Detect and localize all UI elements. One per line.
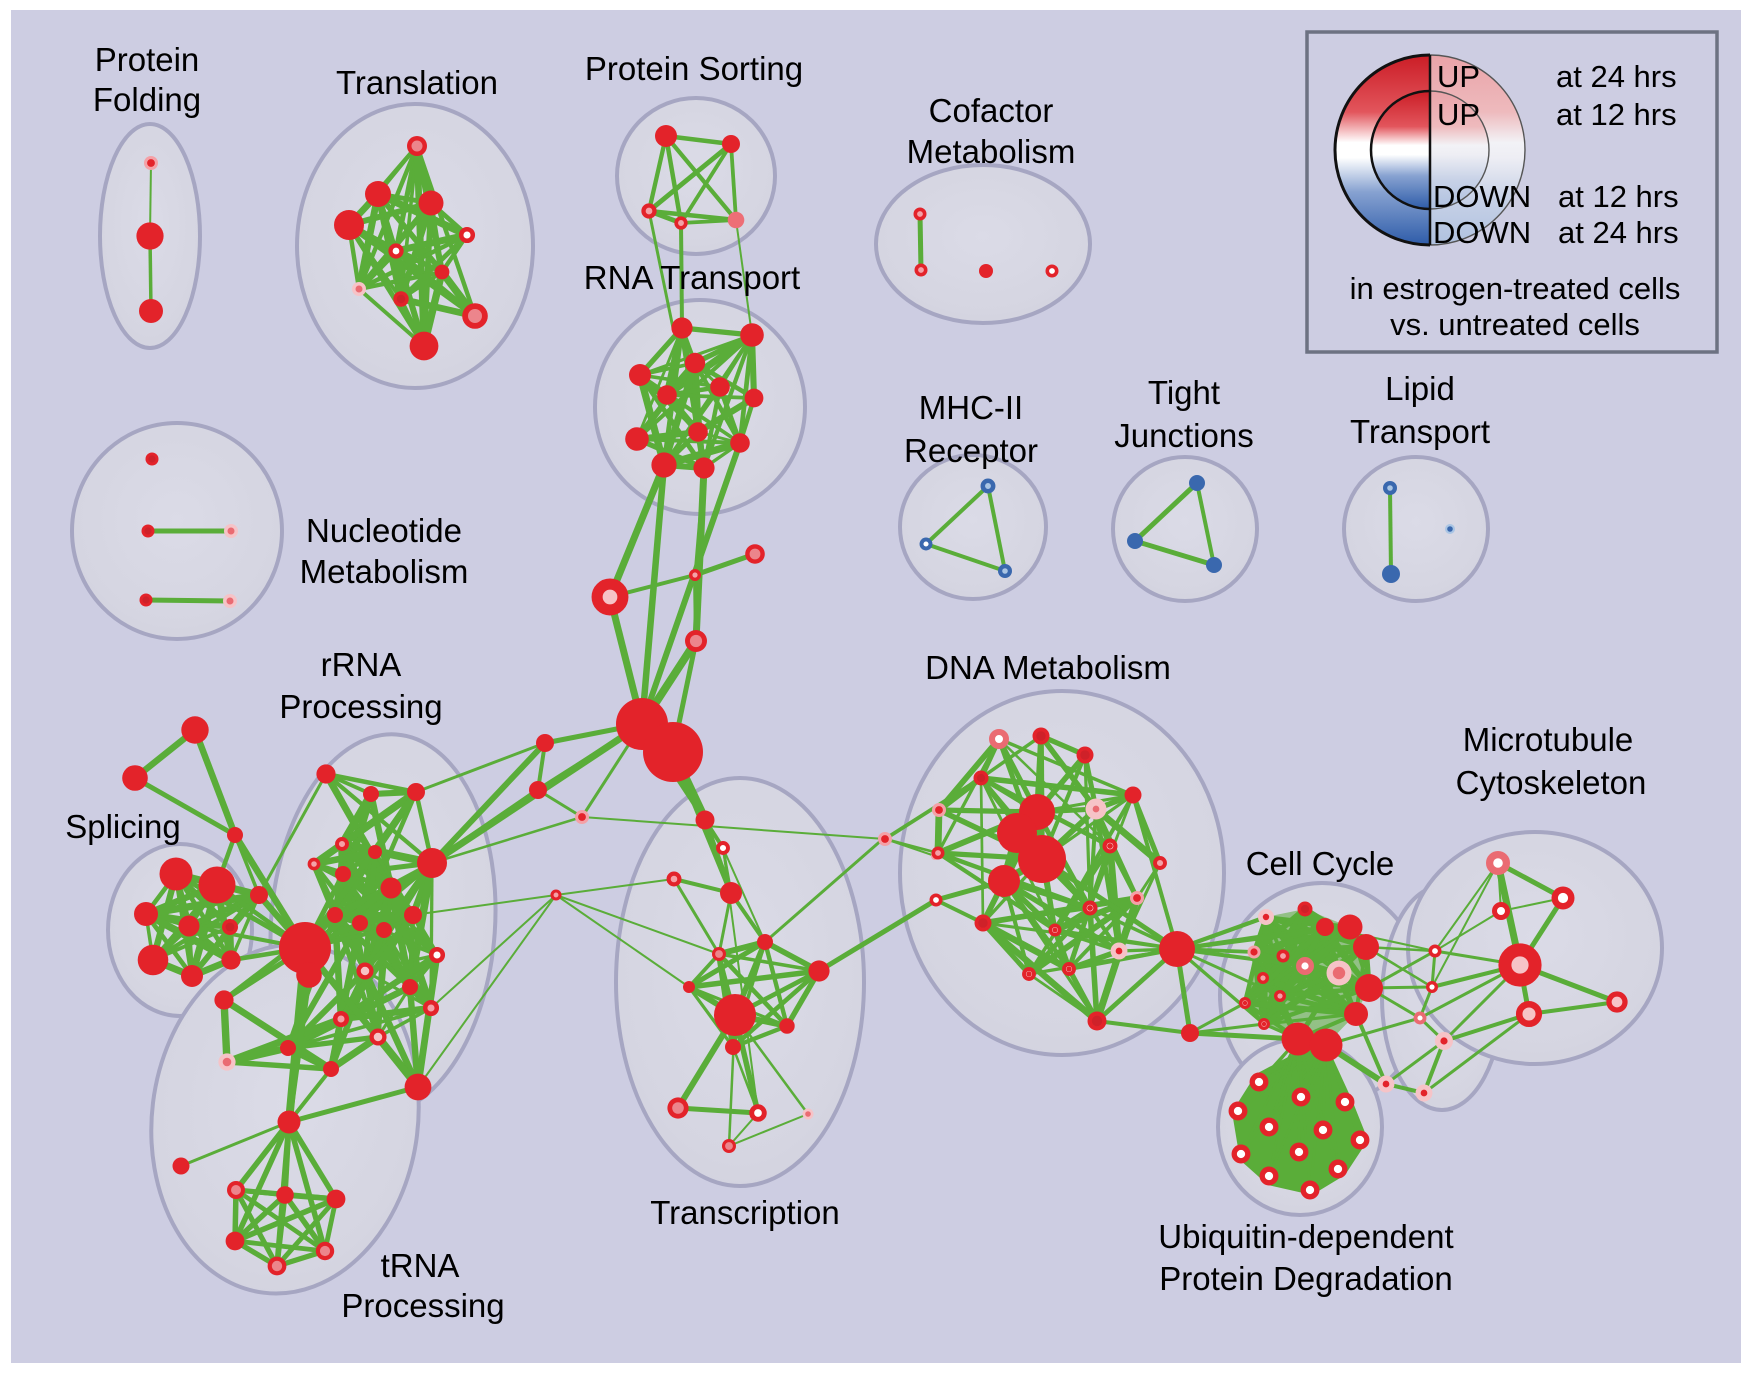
- svg-text:Ubiquitin-dependent: Ubiquitin-dependent: [1158, 1218, 1453, 1255]
- svg-text:Junctions: Junctions: [1114, 417, 1253, 454]
- svg-text:RNA Transport: RNA Transport: [584, 259, 800, 296]
- svg-text:Transcription: Transcription: [650, 1194, 840, 1231]
- svg-text:at 24 hrs: at 24 hrs: [1558, 215, 1679, 250]
- svg-text:at 24 hrs: at 24 hrs: [1556, 59, 1677, 94]
- svg-text:Cytoskeleton: Cytoskeleton: [1456, 764, 1647, 801]
- svg-text:Translation: Translation: [336, 64, 498, 101]
- svg-text:Metabolism: Metabolism: [907, 133, 1076, 170]
- svg-text:UP: UP: [1437, 59, 1480, 94]
- svg-text:Protein Degradation: Protein Degradation: [1159, 1260, 1453, 1297]
- svg-text:Microtubule: Microtubule: [1463, 721, 1634, 758]
- svg-text:Protein: Protein: [95, 41, 200, 78]
- svg-text:in estrogen-treated cells: in estrogen-treated cells: [1350, 271, 1681, 306]
- svg-text:DNA Metabolism: DNA Metabolism: [925, 649, 1171, 686]
- svg-text:DOWN: DOWN: [1433, 179, 1531, 214]
- svg-text:rRNA: rRNA: [321, 646, 402, 683]
- svg-text:Protein Sorting: Protein Sorting: [585, 50, 803, 87]
- svg-text:Lipid: Lipid: [1385, 370, 1455, 407]
- svg-text:UP: UP: [1437, 97, 1480, 132]
- svg-text:Folding: Folding: [93, 81, 201, 118]
- svg-text:Splicing: Splicing: [65, 808, 181, 845]
- svg-text:Cofactor: Cofactor: [929, 92, 1054, 129]
- svg-text:tRNA: tRNA: [381, 1247, 460, 1284]
- svg-text:Nucleotide: Nucleotide: [306, 512, 462, 549]
- svg-text:vs. untreated cells: vs. untreated cells: [1390, 307, 1640, 342]
- svg-text:Tight: Tight: [1148, 374, 1220, 411]
- svg-text:at 12 hrs: at 12 hrs: [1558, 179, 1679, 214]
- svg-text:Processing: Processing: [341, 1287, 504, 1324]
- svg-text:Receptor: Receptor: [904, 432, 1038, 469]
- svg-text:Cell Cycle: Cell Cycle: [1246, 845, 1395, 882]
- svg-text:Processing: Processing: [279, 688, 442, 725]
- svg-text:Metabolism: Metabolism: [300, 553, 469, 590]
- svg-text:Transport: Transport: [1350, 413, 1490, 450]
- svg-text:DOWN: DOWN: [1433, 215, 1531, 250]
- svg-text:at 12 hrs: at 12 hrs: [1556, 97, 1677, 132]
- svg-text:MHC-II: MHC-II: [919, 389, 1023, 426]
